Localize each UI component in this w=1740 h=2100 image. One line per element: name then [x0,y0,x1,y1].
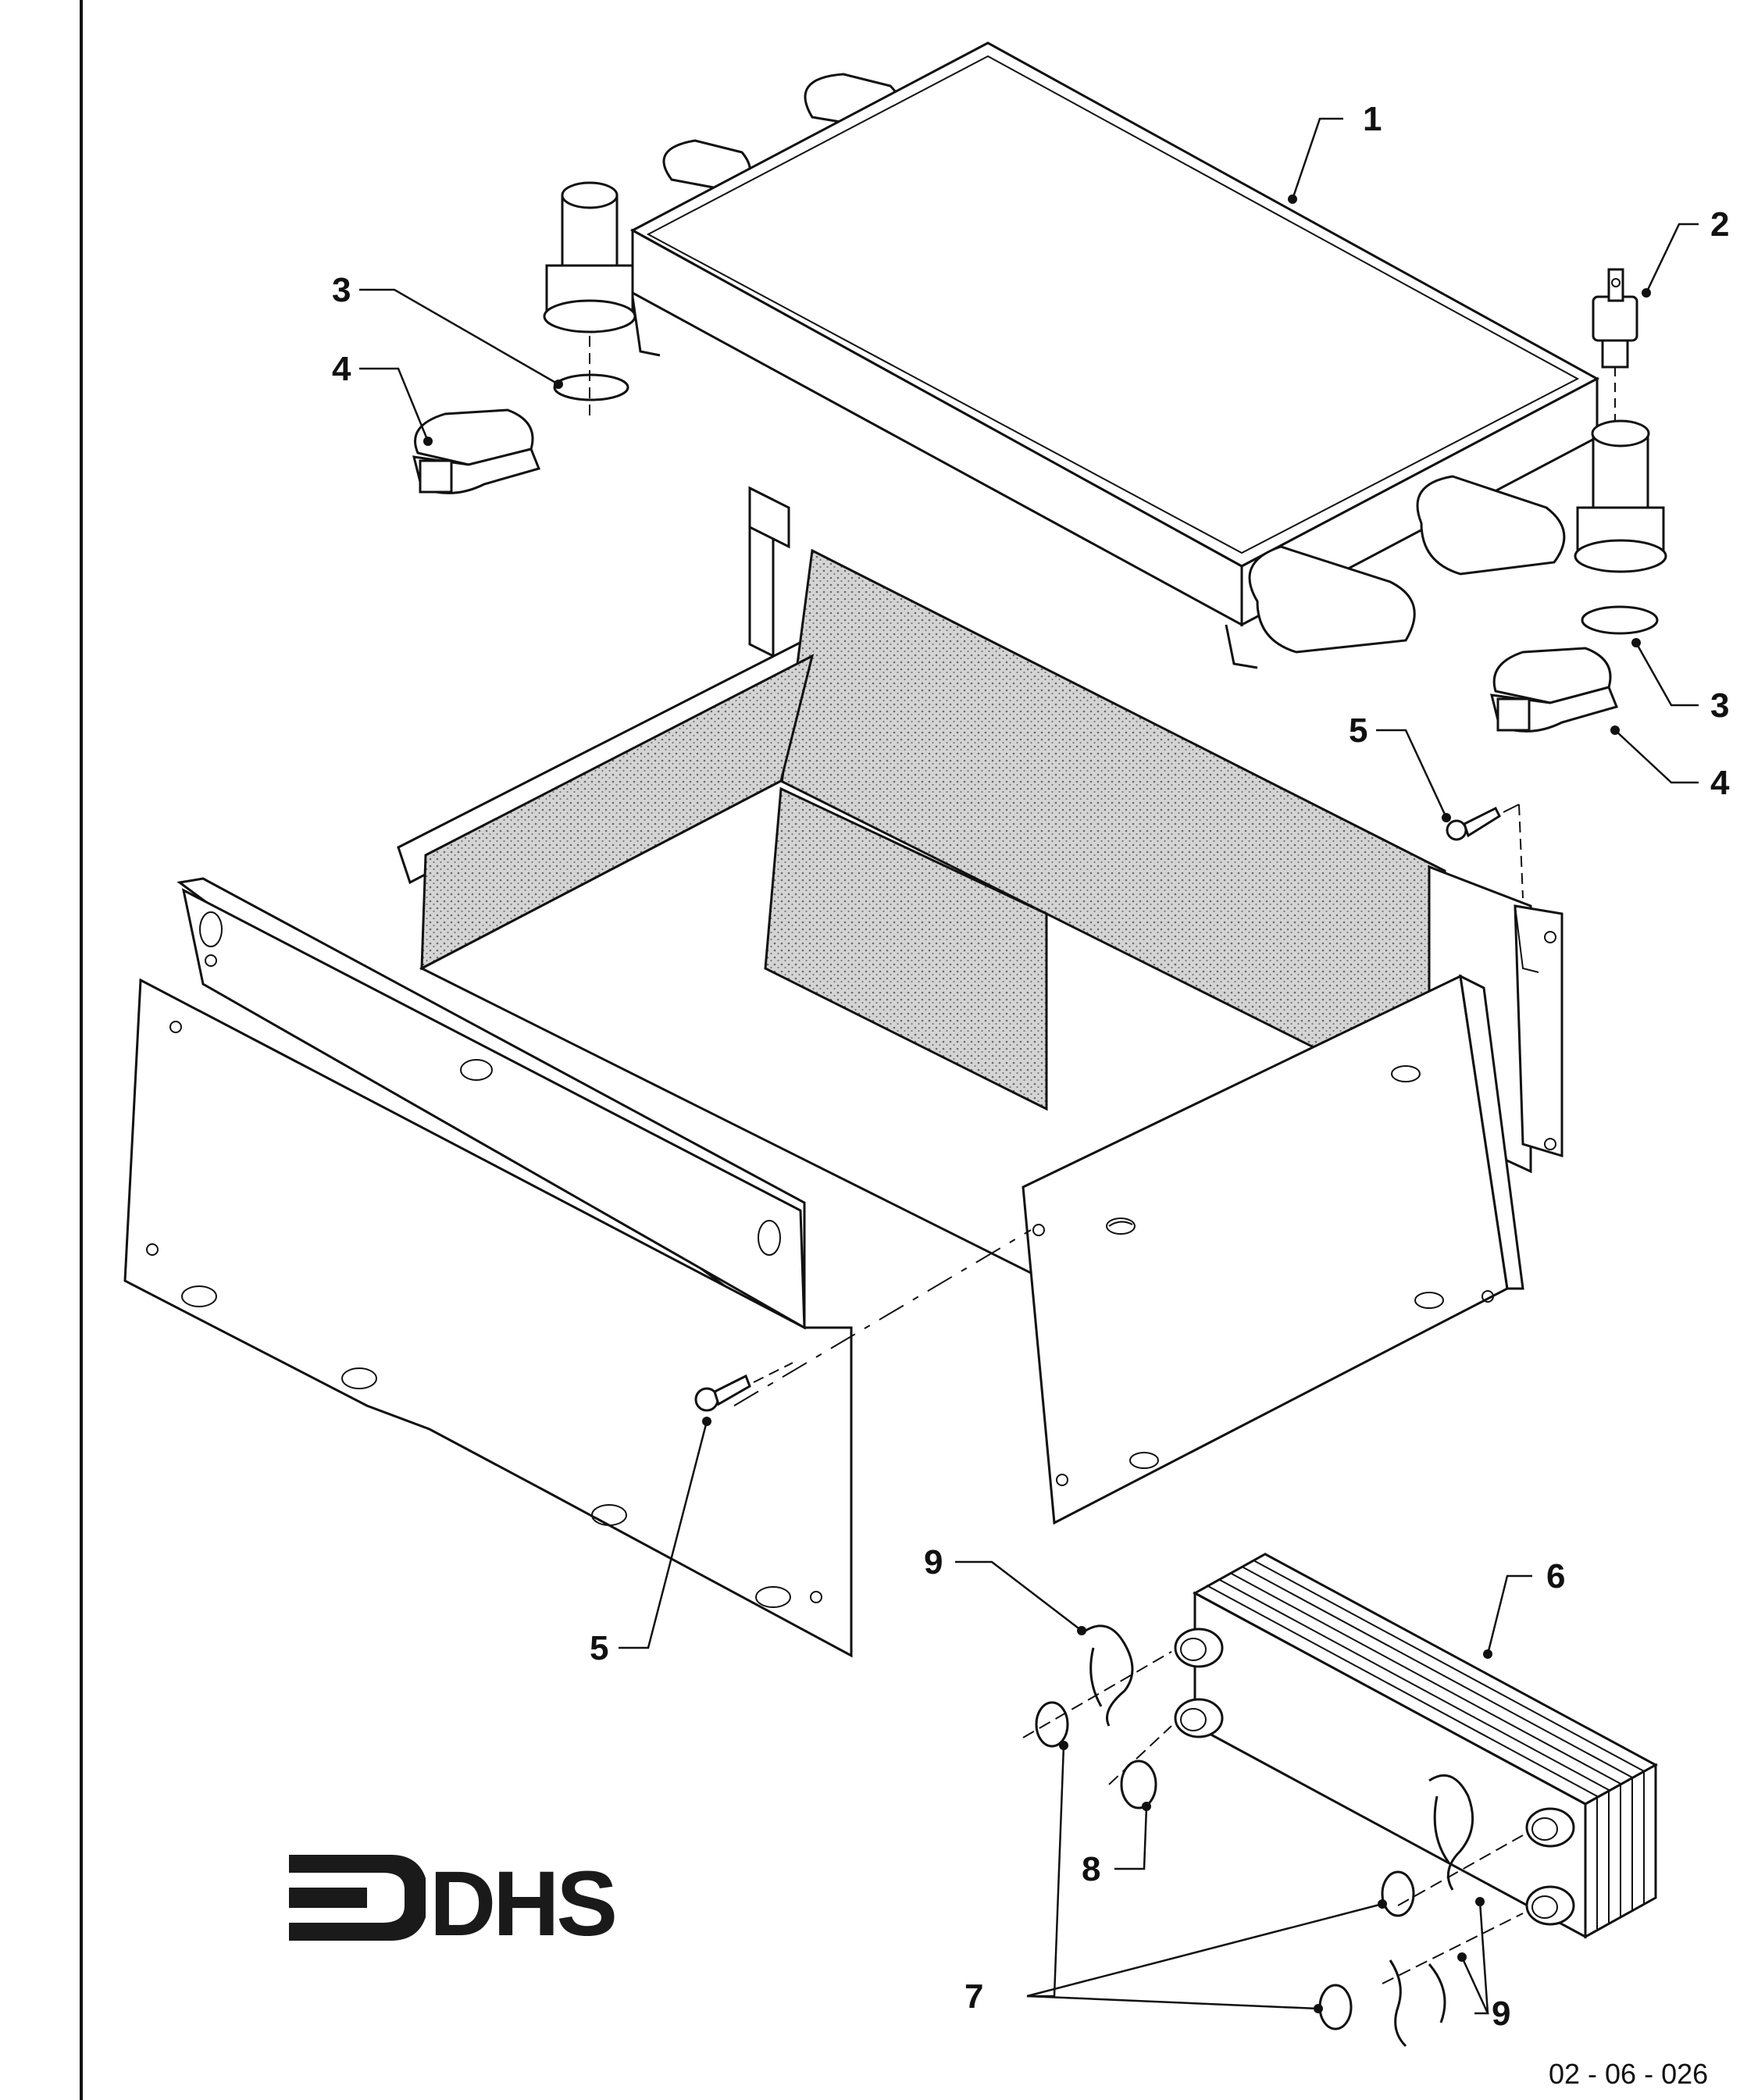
side-panel-left [123,877,853,1658]
o-ring-right [1581,605,1659,635]
clip-left [412,408,541,494]
heat-exchanger [543,41,1667,669]
plate-heat-exchanger [1022,1553,1659,1984]
dhs-logo: DHS [289,1852,618,1956]
drawing-reference: 02 - 06 - 026 [1549,2058,1708,2090]
leader-lines [359,117,1699,2015]
callout-3-left: 3 [332,271,351,309]
screw-right [1446,804,1524,899]
callout-5-right: 5 [1349,711,1367,750]
retaining-clips-9 [1085,1624,1474,2048]
callout-1: 1 [1363,100,1382,138]
callout-9-top: 9 [924,1543,943,1581]
washer-8 [1120,1760,1157,1809]
o-ring-left [553,336,629,418]
callout-3-right: 3 [1710,686,1729,725]
screw-left [694,1362,793,1412]
temperature-sensor [1592,268,1638,422]
callout-8: 8 [1082,1850,1100,1888]
callout-2: 2 [1710,205,1729,244]
callout-4-left: 4 [332,350,351,388]
side-panel-right [1022,974,1524,1525]
callout-5-left: 5 [590,1629,608,1667]
clip-right [1490,647,1619,733]
callout-9-bottom: 9 [1492,1995,1510,2033]
callout-7: 7 [964,1977,983,2016]
callout-6: 6 [1546,1557,1565,1596]
dhs-logo-text: DHS [430,1852,615,1956]
dhs-logo-mark [289,1855,426,1941]
callout-4-right: 4 [1710,764,1730,802]
